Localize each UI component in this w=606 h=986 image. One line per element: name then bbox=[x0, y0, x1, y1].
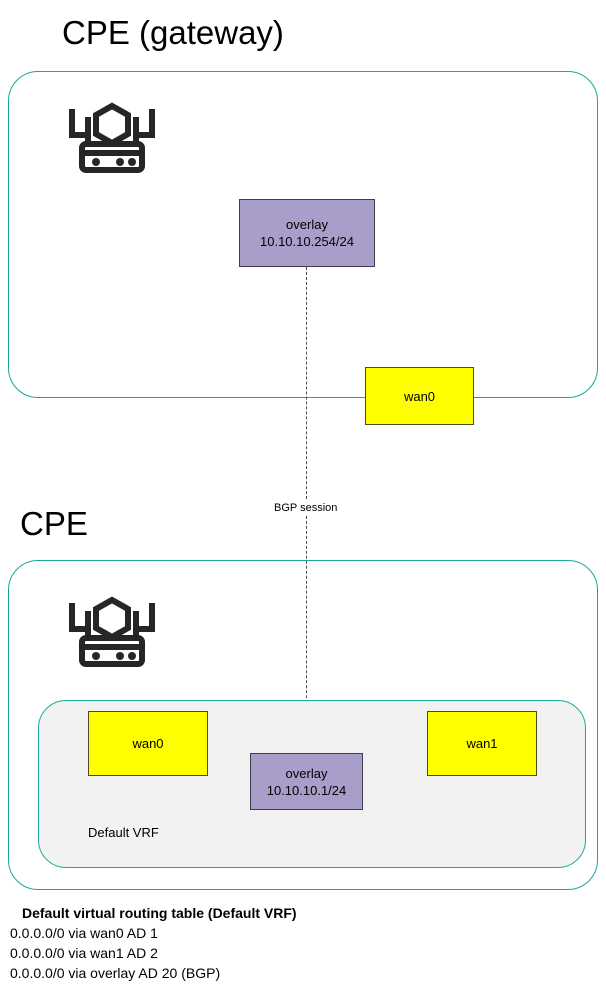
interface-name-label: overlay bbox=[286, 217, 328, 232]
routing-table-title: Default virtual routing table (Default V… bbox=[22, 905, 297, 921]
interface-address-label: 10.10.10.1/24 bbox=[266, 782, 347, 798]
interface-address-label: 10.10.10.254/24 bbox=[260, 234, 354, 249]
interface-name-label: overlay bbox=[285, 765, 328, 781]
route-entry: 0.0.0.0/0 via wan1 AD 2 bbox=[10, 945, 158, 961]
device-container-cpe bbox=[8, 560, 598, 890]
interface-name-label: wan1 bbox=[466, 736, 498, 751]
device-container-gateway bbox=[8, 71, 598, 398]
bgp-session-label: BGP session bbox=[271, 500, 341, 516]
route-entry: 0.0.0.0/0 via overlay AD 20 (BGP) bbox=[10, 965, 221, 981]
interface-wan1-cpe[interactable]: wan1 bbox=[427, 711, 537, 776]
default-vrf-label: Default VRF bbox=[88, 825, 159, 840]
router-icon bbox=[52, 98, 172, 182]
interface-name-label: wan0 bbox=[403, 388, 436, 404]
interface-overlay-gateway[interactable]: overlay 10.10.10.254/24 bbox=[239, 199, 375, 267]
router-icon bbox=[52, 592, 172, 676]
interface-wan0-cpe[interactable]: wan0 bbox=[88, 711, 208, 776]
section-title-cpe: CPE bbox=[20, 505, 88, 542]
interface-overlay-cpe[interactable]: overlay 10.10.10.1/24 bbox=[250, 753, 363, 810]
routing-table-legend: Default virtual routing table (Default V… bbox=[10, 903, 430, 983]
interface-name-label: wan0 bbox=[132, 736, 164, 751]
section-title-gateway: CPE (gateway) bbox=[62, 14, 284, 51]
route-entry: 0.0.0.0/0 via wan0 AD 1 bbox=[10, 925, 158, 941]
interface-wan0-gateway[interactable]: wan0 bbox=[365, 367, 474, 425]
